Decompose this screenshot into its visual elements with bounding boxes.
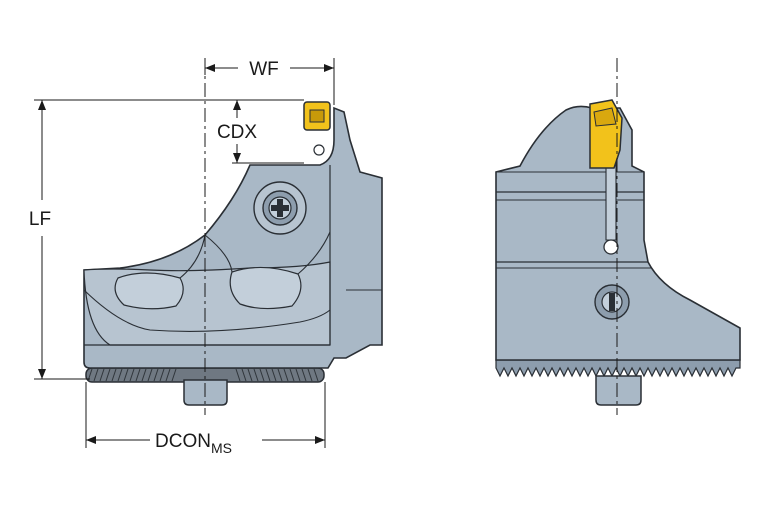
right-serration	[495, 359, 741, 378]
dcon-subscript-label: MS	[211, 440, 232, 456]
left-small-hole	[313, 144, 325, 156]
center-lines	[204, 58, 618, 415]
lf-label: LF	[29, 209, 51, 230]
left-serration	[85, 367, 325, 383]
right-screw	[594, 284, 630, 320]
right-view	[495, 99, 741, 406]
wf-label: WF	[249, 59, 279, 80]
dcon-label: DCONMS	[155, 431, 232, 456]
left-view	[83, 101, 383, 406]
right-center-pin	[595, 375, 642, 406]
dcon-main-label: DCON	[155, 431, 211, 452]
left-scallop-1	[114, 272, 184, 310]
left-clamp-screw	[253, 181, 307, 235]
right-slot	[605, 159, 617, 241]
dimension-arrows	[38, 64, 334, 444]
cdx-label: CDX	[217, 122, 257, 143]
left-scallop-2	[229, 266, 302, 310]
right-slot-hole	[603, 239, 619, 255]
